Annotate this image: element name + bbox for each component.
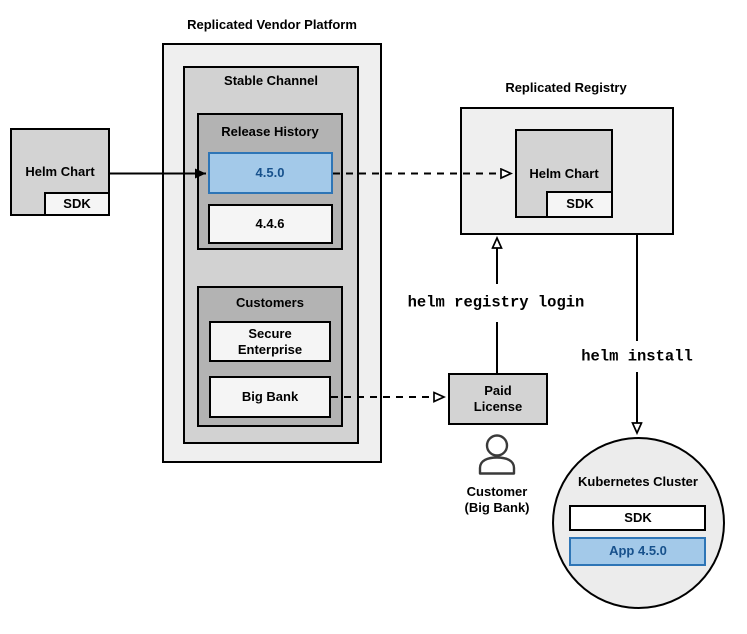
cmd-helm-registry-login: helm registry login [407, 293, 585, 312]
cmd-helm-install: helm install [581, 347, 693, 366]
customer-label: Customer (Big Bank) [464, 484, 530, 515]
cluster-app-box [569, 537, 706, 566]
secure-enterprise-box [209, 321, 331, 362]
person-icon [478, 434, 516, 475]
vendor-platform-title: Replicated Vendor Platform [187, 17, 357, 32]
registry-sdk-box [546, 191, 613, 218]
paid-license-box [448, 373, 548, 425]
vendor-sdk-box [44, 192, 110, 216]
release-4-5-0-box [208, 152, 333, 194]
big-bank-box [209, 376, 331, 418]
cluster-sdk-box [569, 505, 706, 531]
registry-title: Replicated Registry [505, 80, 627, 95]
release-4-4-6-box [208, 204, 333, 244]
